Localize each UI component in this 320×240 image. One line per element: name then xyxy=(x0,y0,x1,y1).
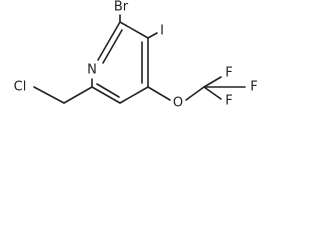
bond-ch2-cl xyxy=(33,86,65,104)
atom-label-iodine: I xyxy=(160,24,164,39)
bond-c4-o xyxy=(147,86,171,101)
bond-cf3-f-bottom xyxy=(203,86,222,100)
atom-label-fluorine-top: F xyxy=(225,66,232,81)
molecule-structure-diagram: Br I N O Cl F F F xyxy=(14,0,258,111)
bond-c5-c6-inner xyxy=(96,83,120,98)
atom-label-chlorine: Cl xyxy=(14,80,27,95)
bond-cf3-f-top xyxy=(203,76,222,88)
atom-label-nitrogen: N xyxy=(87,63,97,78)
bond-c3-i xyxy=(147,32,158,39)
bond-n-c2-inner xyxy=(102,29,123,64)
bond-c2-c3 xyxy=(119,21,149,39)
atom-label-bromine: Br xyxy=(114,0,129,15)
bond-n-c2 xyxy=(97,21,121,61)
bond-o-cf3 xyxy=(185,86,205,101)
atom-label-fluorine-right: F xyxy=(250,80,257,95)
atom-label-oxygen: O xyxy=(173,96,183,111)
bond-c4-c5 xyxy=(119,86,149,104)
atom-label-fluorine-bottom: F xyxy=(225,94,232,109)
bond-c5-c6 xyxy=(91,86,121,104)
bond-c6-ch2 xyxy=(63,86,93,104)
